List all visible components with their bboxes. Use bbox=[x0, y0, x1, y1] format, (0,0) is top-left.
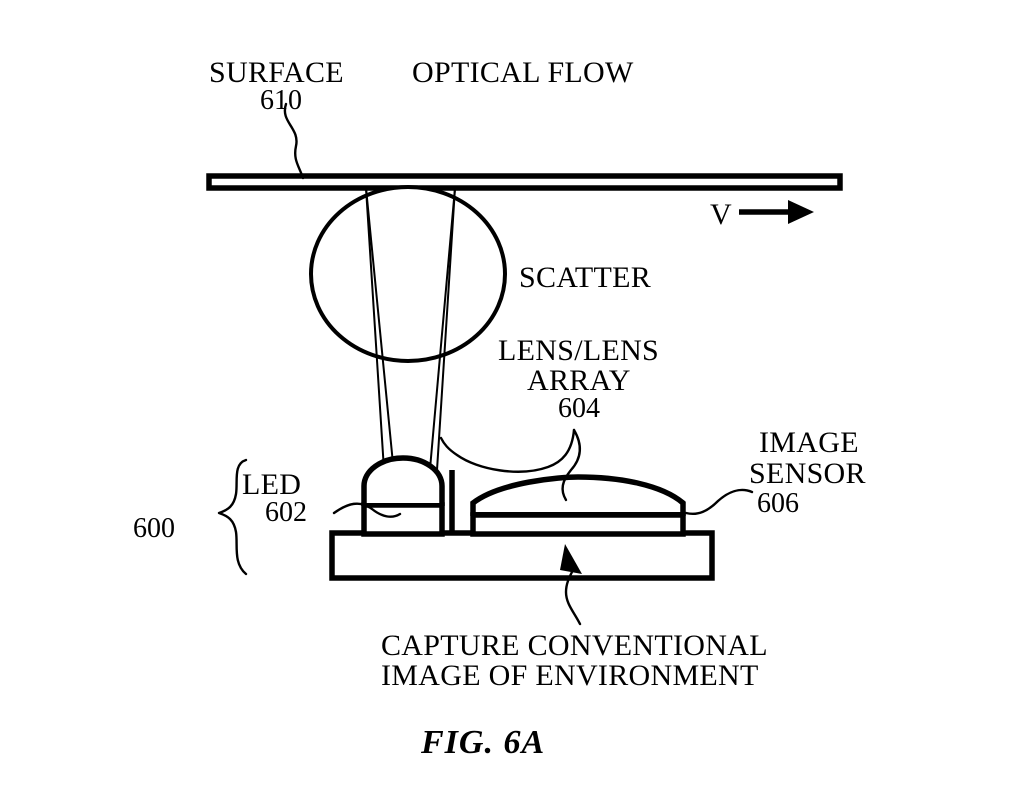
figure-label: FIG. 6A bbox=[420, 724, 545, 761]
led-dome-lens bbox=[361, 455, 445, 506]
caption-line1: CAPTURE CONVENTIONAL bbox=[381, 629, 768, 662]
velocity-arrow-icon bbox=[739, 200, 814, 224]
surface-bar-rect bbox=[206, 173, 843, 191]
velocity-arrow-head bbox=[788, 200, 814, 224]
lens-array-number: 604 bbox=[558, 393, 600, 424]
image-sensor-label-line2: SENSOR bbox=[749, 457, 866, 490]
image-sensor-dome-lens bbox=[470, 474, 686, 516]
ray-inner-left bbox=[365, 187, 385, 471]
image-sensor-label-line1: IMAGE bbox=[759, 426, 859, 459]
led-number: 602 bbox=[265, 497, 307, 528]
lens-array-label-line1: LENS/LENS bbox=[498, 334, 659, 367]
led-label: LED bbox=[242, 468, 301, 501]
surface-label: SURFACE bbox=[209, 56, 344, 89]
led-package bbox=[361, 455, 455, 537]
caption-arrow-head bbox=[560, 544, 582, 574]
image-sensor-leader-line bbox=[684, 488, 754, 515]
led-body bbox=[361, 502, 445, 537]
substrate-base-plate bbox=[329, 530, 715, 581]
lens-leader-to-sensor bbox=[561, 428, 582, 502]
caption-arrow-shaft bbox=[564, 568, 582, 626]
surface-bar bbox=[206, 173, 843, 191]
caption-line2: IMAGE OF ENVIRONMENT bbox=[381, 659, 759, 692]
surface-leader-line bbox=[283, 102, 305, 180]
image-sensor-base bbox=[470, 512, 686, 537]
assembly-number: 600 bbox=[133, 513, 175, 544]
surface-number: 610 bbox=[260, 85, 302, 116]
scatter-label: SCATTER bbox=[519, 261, 651, 294]
lens-leader-to-led bbox=[439, 428, 576, 473]
optical-flow-label: OPTICAL FLOW bbox=[412, 56, 634, 89]
caption-arrow-icon bbox=[560, 544, 582, 626]
lens-array-label-line2: ARRAY bbox=[527, 364, 631, 397]
led-leader-line bbox=[332, 502, 402, 518]
image-sensor-package bbox=[470, 474, 686, 537]
scatter-ellipse bbox=[309, 185, 507, 363]
assembly-brace-icon bbox=[217, 458, 248, 576]
assembly-brace-path bbox=[217, 458, 248, 576]
ray-inner-right bbox=[436, 187, 456, 471]
velocity-label: V bbox=[710, 198, 732, 231]
image-sensor-number: 606 bbox=[757, 488, 799, 519]
